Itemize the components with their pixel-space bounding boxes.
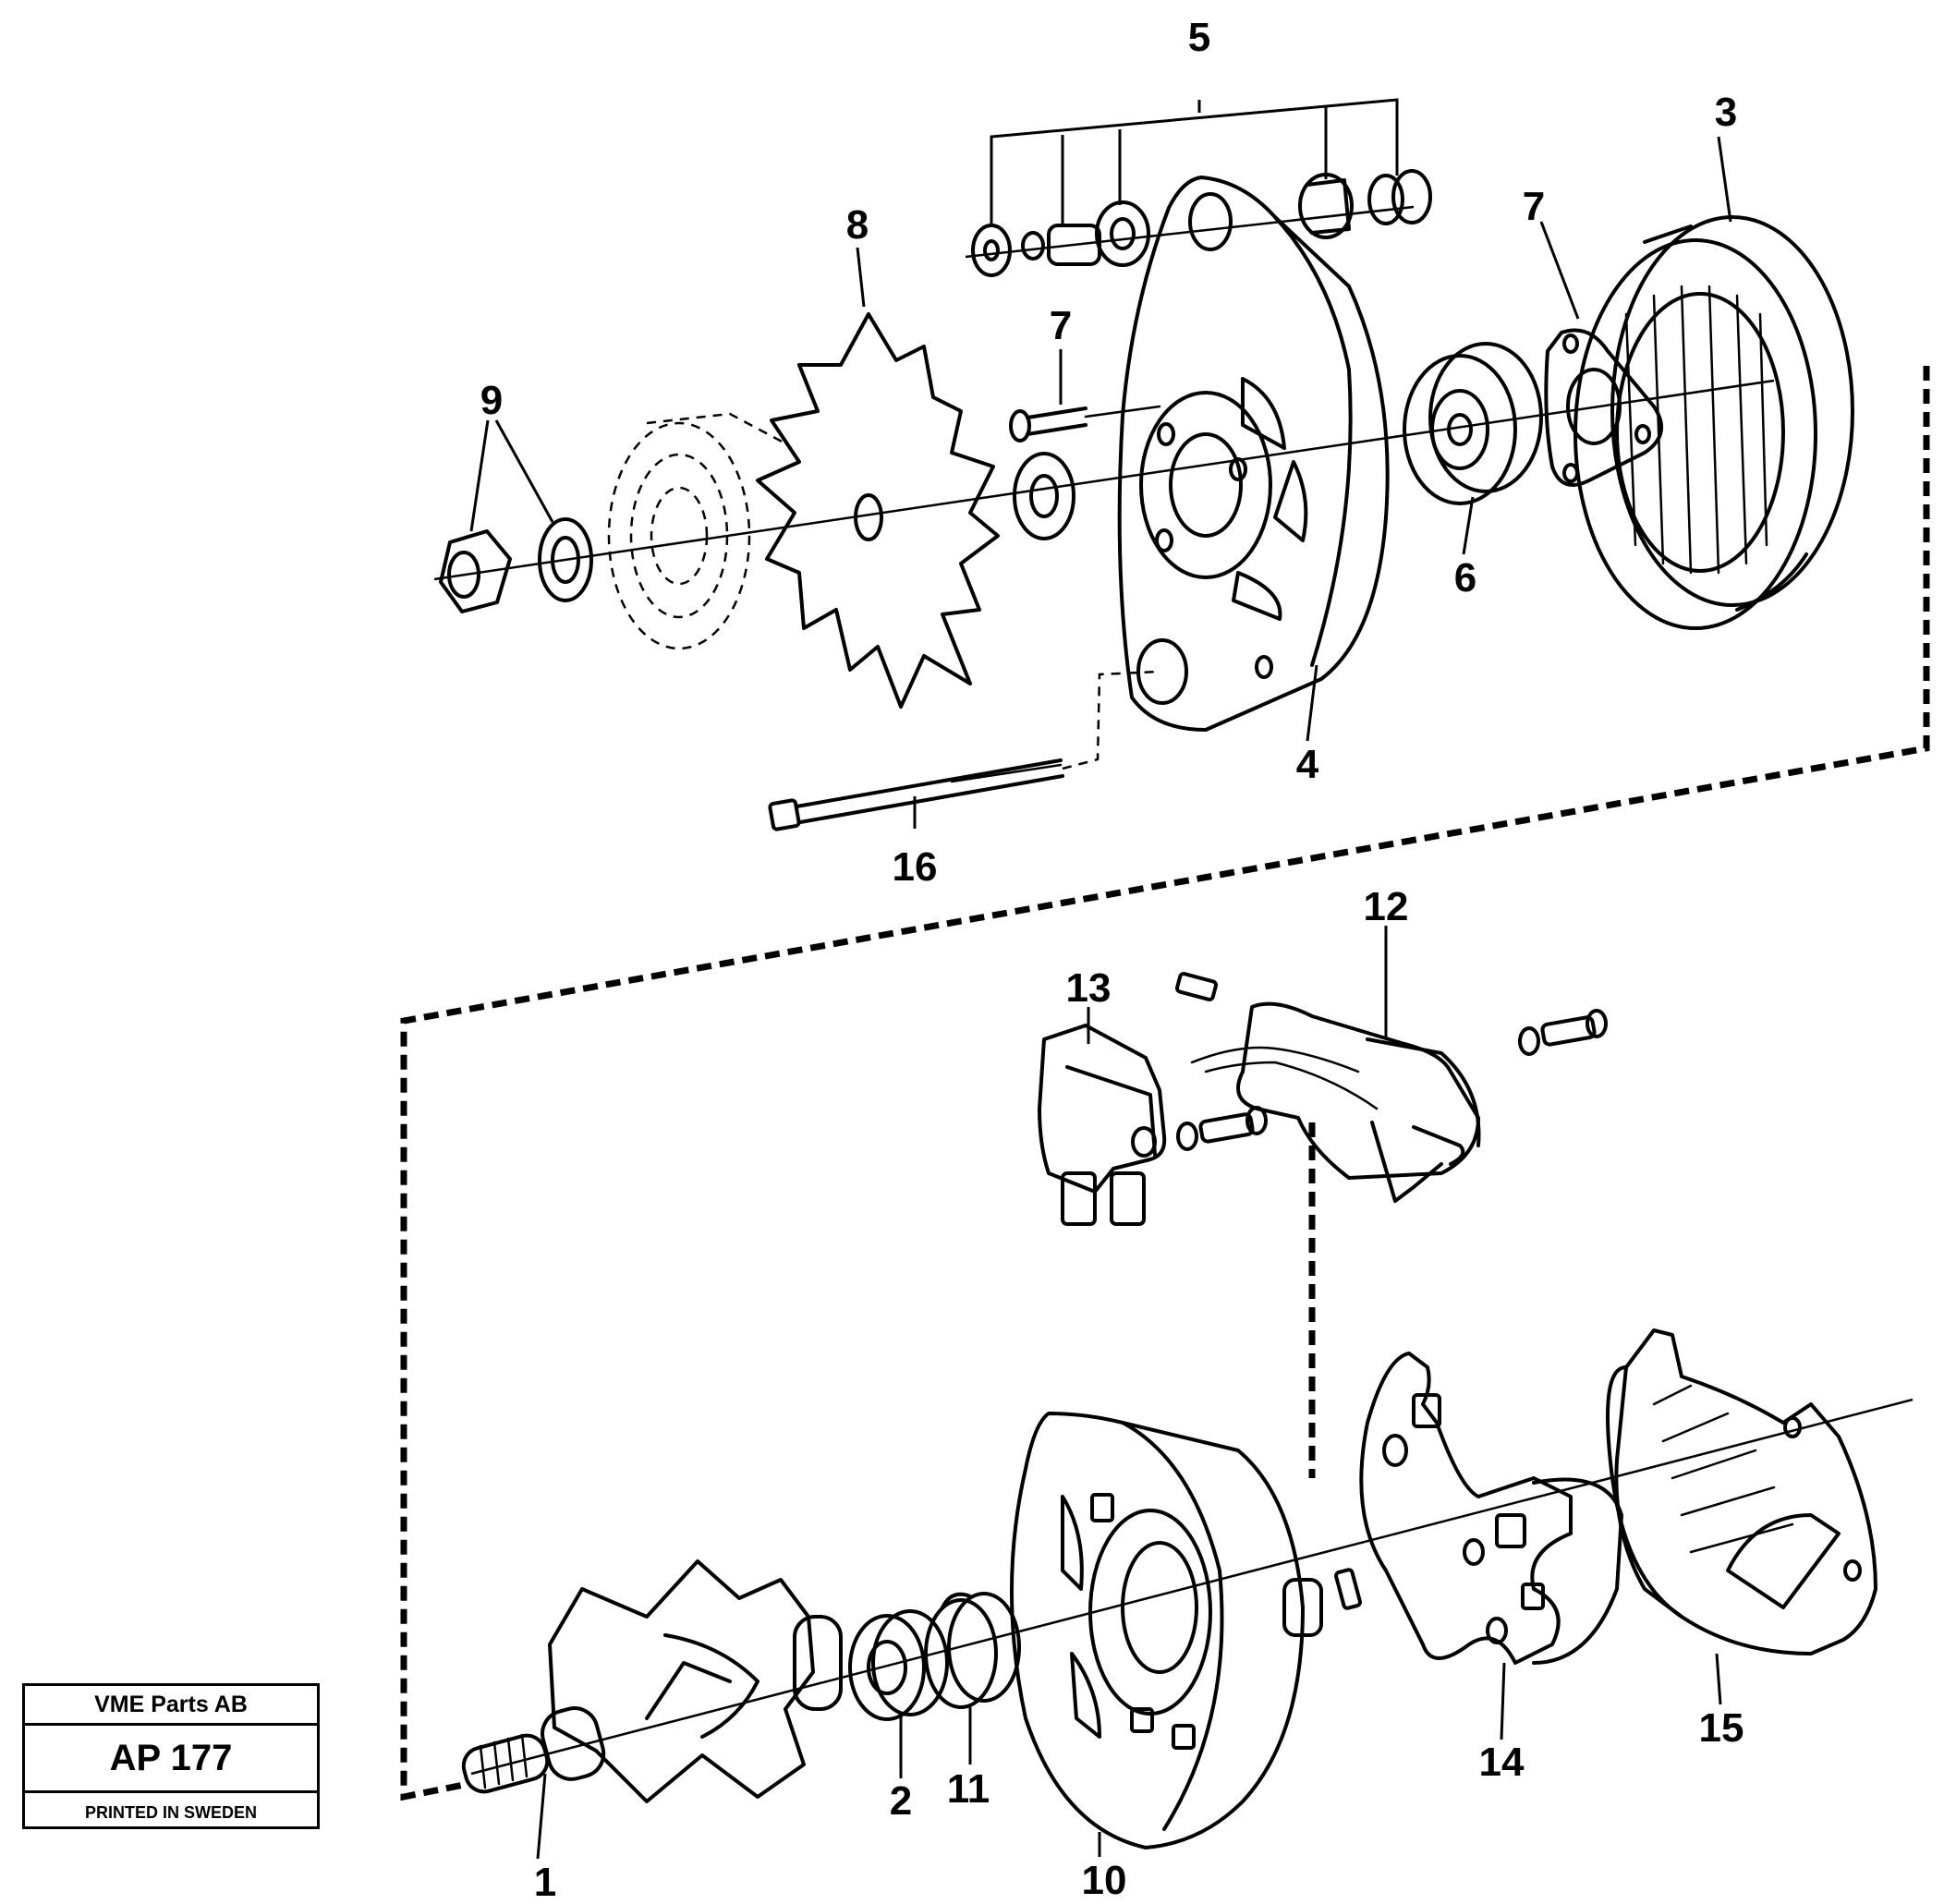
part-4-drive-end-bracket [1117, 176, 1390, 732]
callout-10: 10 [1082, 1858, 1127, 1903]
lower-axis-line [470, 1398, 1914, 1776]
part-9-nut-washer [439, 517, 593, 613]
part-11-ring [924, 1592, 1021, 1765]
part-8-fan [756, 312, 1000, 709]
part-2-bearing [848, 1609, 949, 1778]
callout-2: 2 [890, 1778, 912, 1824]
leader-lines [469, 98, 1732, 829]
callout-16: 16 [893, 844, 938, 890]
callout-3: 3 [1715, 90, 1737, 135]
part-16-through-bolt [768, 758, 1064, 831]
callout-8: 8 [846, 202, 869, 248]
company-name: VME Parts AB [25, 1686, 317, 1726]
part-15-end-cover [1606, 1328, 1877, 1705]
bolt-path-dashed [1062, 670, 1160, 770]
callout-9: 9 [480, 378, 503, 423]
callout-14: 14 [1479, 1740, 1525, 1785]
callout-12: 12 [1364, 884, 1409, 929]
callout-6: 6 [1454, 555, 1476, 600]
callout-13: 13 [1066, 965, 1112, 1011]
part-3-stator [1573, 215, 1854, 630]
part-10-slip-ring-housing [1010, 1412, 1323, 1857]
callout-11: 11 [947, 1766, 990, 1812]
callout-5: 5 [1188, 15, 1210, 60]
part-12-connector [1174, 926, 1608, 1203]
upper-axis-line [433, 379, 1775, 581]
callout-4: 4 [1296, 742, 1319, 787]
document-code: AP 177 [25, 1726, 317, 1793]
printed-note: PRINTED IN SWEDEN [84, 1803, 257, 1822]
part-13-plug [1038, 1007, 1268, 1226]
part-7-retainer-plate [1544, 328, 1663, 487]
part-14-rectifier [1334, 1352, 1623, 1740]
part-5-hardware-set [971, 169, 1432, 277]
part-7-screw-upper [1009, 405, 1161, 443]
part-1-rotor [461, 1559, 843, 1860]
part-6-bearing [1403, 342, 1543, 505]
document-info-box: VME Parts AB AP 177 PRINTED IN SWEDEN [22, 1683, 320, 1829]
assembly-path-dashed [400, 366, 1930, 1801]
callout-1: 1 [534, 1860, 556, 1904]
fan-spacer [1013, 452, 1075, 540]
callout-7-screw: 7 [1050, 303, 1072, 348]
callout-15: 15 [1699, 1705, 1744, 1751]
pulley-dashed [607, 412, 786, 650]
callout-7-retainer: 7 [1523, 184, 1545, 229]
